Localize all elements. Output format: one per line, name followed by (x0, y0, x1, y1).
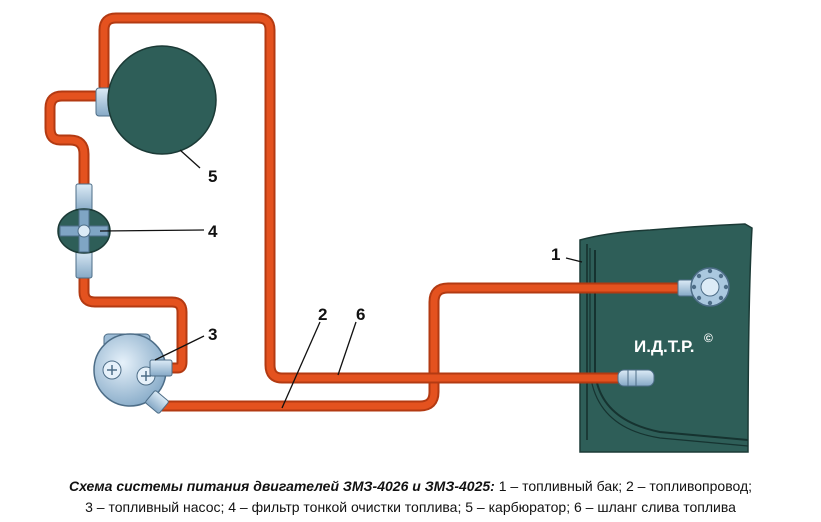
callout-fuel-line: 2 (318, 305, 327, 324)
caption-line-2: 3 – топливный насос; 4 – фильтр тонкой о… (0, 497, 821, 518)
watermark: И.Д.Т.Р. (634, 337, 694, 356)
caption-text-2: 3 – топливный насос; 4 – фильтр тонкой о… (85, 499, 736, 515)
callout-drain-hose: 6 (356, 305, 365, 324)
callout-carburetor: 5 (208, 167, 217, 186)
carburetor (95, 45, 217, 155)
figure-caption: Схема системы питания двигателей ЗМЗ-402… (0, 476, 821, 518)
tank-intake-fitting (677, 267, 730, 307)
callout-tank: 1 (551, 245, 560, 264)
caption-title: Схема системы питания двигателей ЗМЗ-402… (68, 478, 495, 494)
drain-hose (98, 12, 630, 384)
leader-lines (99, 149, 583, 409)
drain-return-fitting (617, 369, 655, 387)
fuel-pump (93, 333, 173, 414)
watermark-copyright: © (704, 331, 713, 345)
callout-fine-filter: 4 (208, 222, 218, 241)
callout-fuel-pump: 3 (208, 325, 217, 344)
caption-text-1: 1 – топливный бак; 2 – топливопровод; (498, 478, 753, 494)
caption-line-1: Схема системы питания двигателей ЗМЗ-402… (0, 476, 821, 497)
